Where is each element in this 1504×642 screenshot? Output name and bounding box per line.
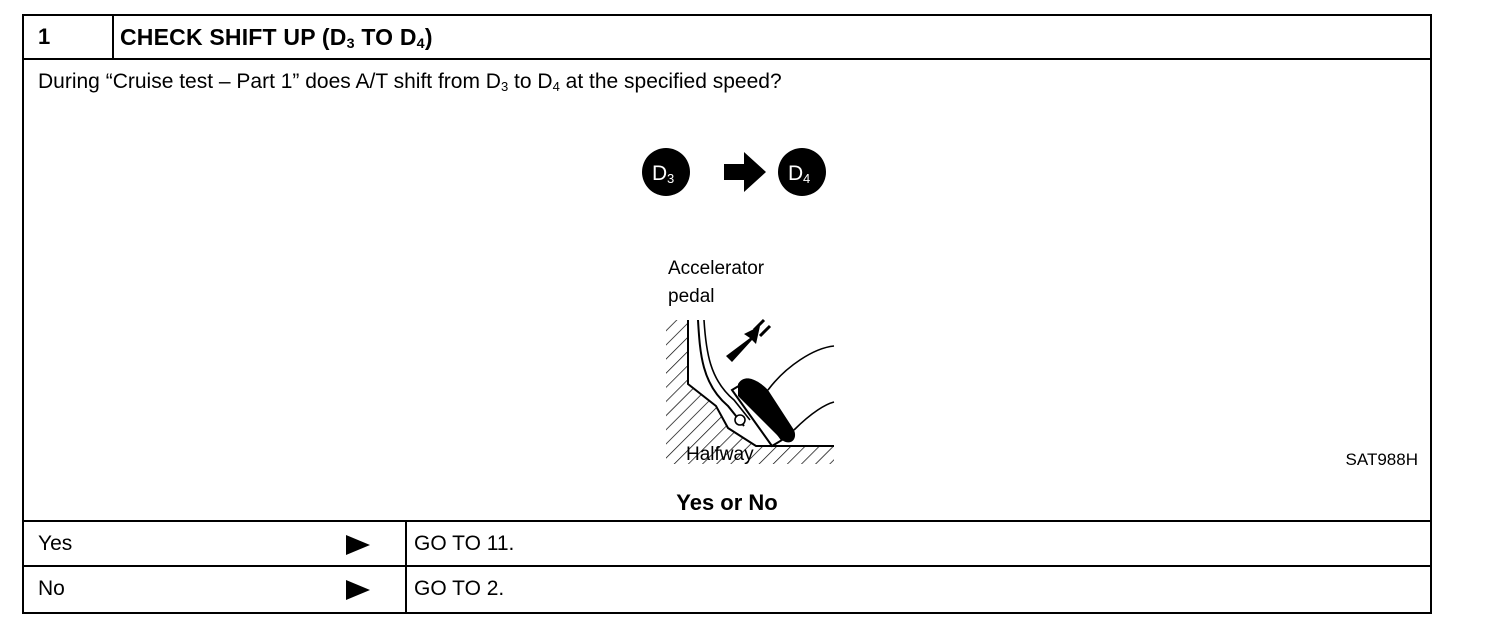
step-title-mid: TO D: [354, 24, 417, 50]
question-sub1: 3: [500, 79, 509, 94]
pedal-pivot: [734, 414, 746, 426]
to-gear-circle: [778, 148, 826, 196]
answer-no-label: No: [38, 577, 65, 600]
figure-drawing: D 3 D 4: [642, 148, 835, 464]
shift-arrow-icon: [724, 152, 766, 192]
from-gear-text: D: [652, 162, 667, 185]
answer-row-yes[interactable]: Yes GO TO 11.: [24, 522, 1430, 567]
from-gear-sub: 3: [667, 171, 674, 186]
from-gear-circle: [642, 148, 690, 196]
question-sub2: 4: [552, 79, 560, 94]
leg-outline-top: [767, 345, 835, 391]
figure-code: SAT988H: [1345, 450, 1418, 469]
decision-label: Yes or No: [676, 490, 778, 515]
pedal-arm-edge: [703, 319, 751, 421]
figure-label-accelerator: Accelerator: [668, 258, 765, 279]
answer-row-no[interactable]: No GO TO 2.: [24, 567, 1430, 612]
step-header: 1 CHECK SHIFT UP (D3 TO D4): [24, 16, 1430, 60]
press-mark-1: [752, 318, 766, 332]
question-suffix: at the specified speed?: [559, 70, 782, 93]
answer-yes-label: Yes: [38, 532, 73, 555]
figure-label-pedal: pedal: [668, 286, 715, 307]
step-title-suffix: ): [424, 24, 433, 50]
shoe-icon: [738, 378, 796, 443]
floor-outline: [687, 320, 834, 447]
answer-no-action[interactable]: GO TO 2.: [414, 577, 505, 600]
answer-yes-action[interactable]: GO TO 11.: [414, 532, 515, 555]
step-number: 1: [24, 16, 114, 58]
answer-divider: [405, 522, 407, 565]
step-body: During “Cruise test – Part 1” does A/T s…: [24, 60, 1430, 522]
question-text: During “Cruise test – Part 1” does A/T s…: [38, 70, 782, 94]
figure-label-halfway: Halfway: [686, 444, 754, 465]
to-gear-text: D: [788, 162, 803, 185]
press-mark-2: [758, 324, 772, 338]
step-title-sub2: 4: [416, 36, 425, 52]
arrow-right-icon: [346, 535, 370, 555]
step-title-sub1: 3: [346, 36, 355, 52]
step-title: CHECK SHIFT UP (D3 TO D4): [120, 16, 433, 58]
procedure-table: 1 CHECK SHIFT UP (D3 TO D4) During “Crui…: [22, 14, 1432, 614]
question-prefix: During “Cruise test – Part 1” does A/T s…: [38, 70, 501, 93]
question-mid: to D: [508, 70, 553, 93]
floor-hatch: [666, 320, 834, 464]
answer-divider: [405, 567, 407, 612]
leg-outline-bottom: [793, 401, 835, 431]
to-gear-sub: 4: [803, 171, 810, 186]
accelerator-pedal-figure: D 3 D 4: [636, 134, 836, 465]
step-title-prefix: CHECK SHIFT UP (D: [120, 24, 347, 50]
pedal-arm: [697, 319, 745, 427]
press-arrow-icon: [726, 326, 760, 362]
arrow-right-icon: [346, 580, 370, 600]
